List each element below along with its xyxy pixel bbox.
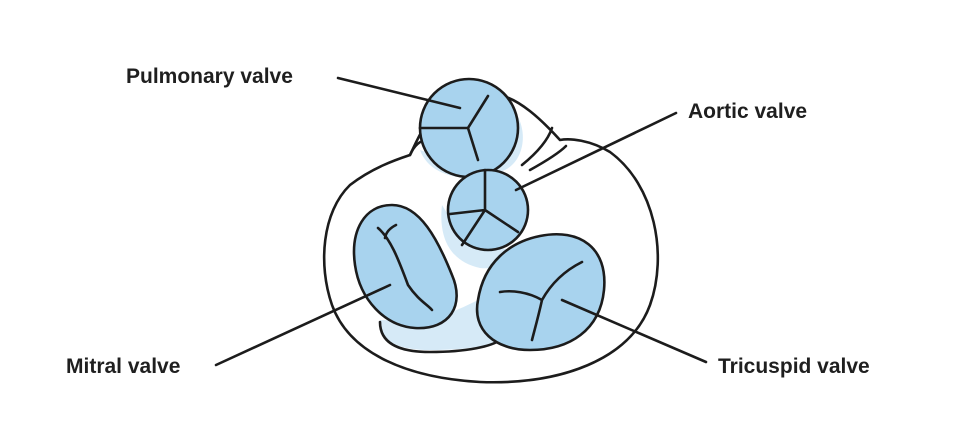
tricuspid-valve-label: Tricuspid valve bbox=[718, 355, 870, 378]
aortic-root-curve bbox=[520, 126, 554, 167]
aortic-valve-ring bbox=[446, 168, 530, 252]
tricuspid-valve bbox=[475, 233, 606, 352]
mitral-valve-commissure bbox=[376, 226, 434, 312]
aortic-leader-line bbox=[514, 111, 678, 192]
pulmonary-valve-label: Pulmonary valve bbox=[126, 65, 293, 88]
aortic-valve bbox=[446, 168, 530, 252]
pulmonary-leader-line bbox=[336, 76, 462, 110]
mitral-tricuspid-bridge-outline bbox=[378, 320, 502, 354]
mitral-valve bbox=[352, 203, 458, 330]
mitral-valve-label: Mitral valve bbox=[66, 355, 181, 378]
tricuspid-leader-line bbox=[560, 298, 708, 364]
pulmonary-valve bbox=[418, 77, 520, 179]
mitral-valve-body bbox=[352, 203, 458, 330]
aortic-valve-label: Aortic valve bbox=[688, 100, 808, 123]
aortic-root-curve-2 bbox=[528, 144, 568, 172]
pulmonary-valve-cusps bbox=[418, 94, 490, 162]
tricuspid-valve-body bbox=[475, 233, 606, 352]
aortic-valve-cusps bbox=[448, 168, 520, 247]
tricuspid-valve-cusps bbox=[498, 260, 584, 342]
mitral-leader-line bbox=[214, 283, 392, 367]
mitral-valve-leaflet-curve bbox=[383, 223, 398, 240]
